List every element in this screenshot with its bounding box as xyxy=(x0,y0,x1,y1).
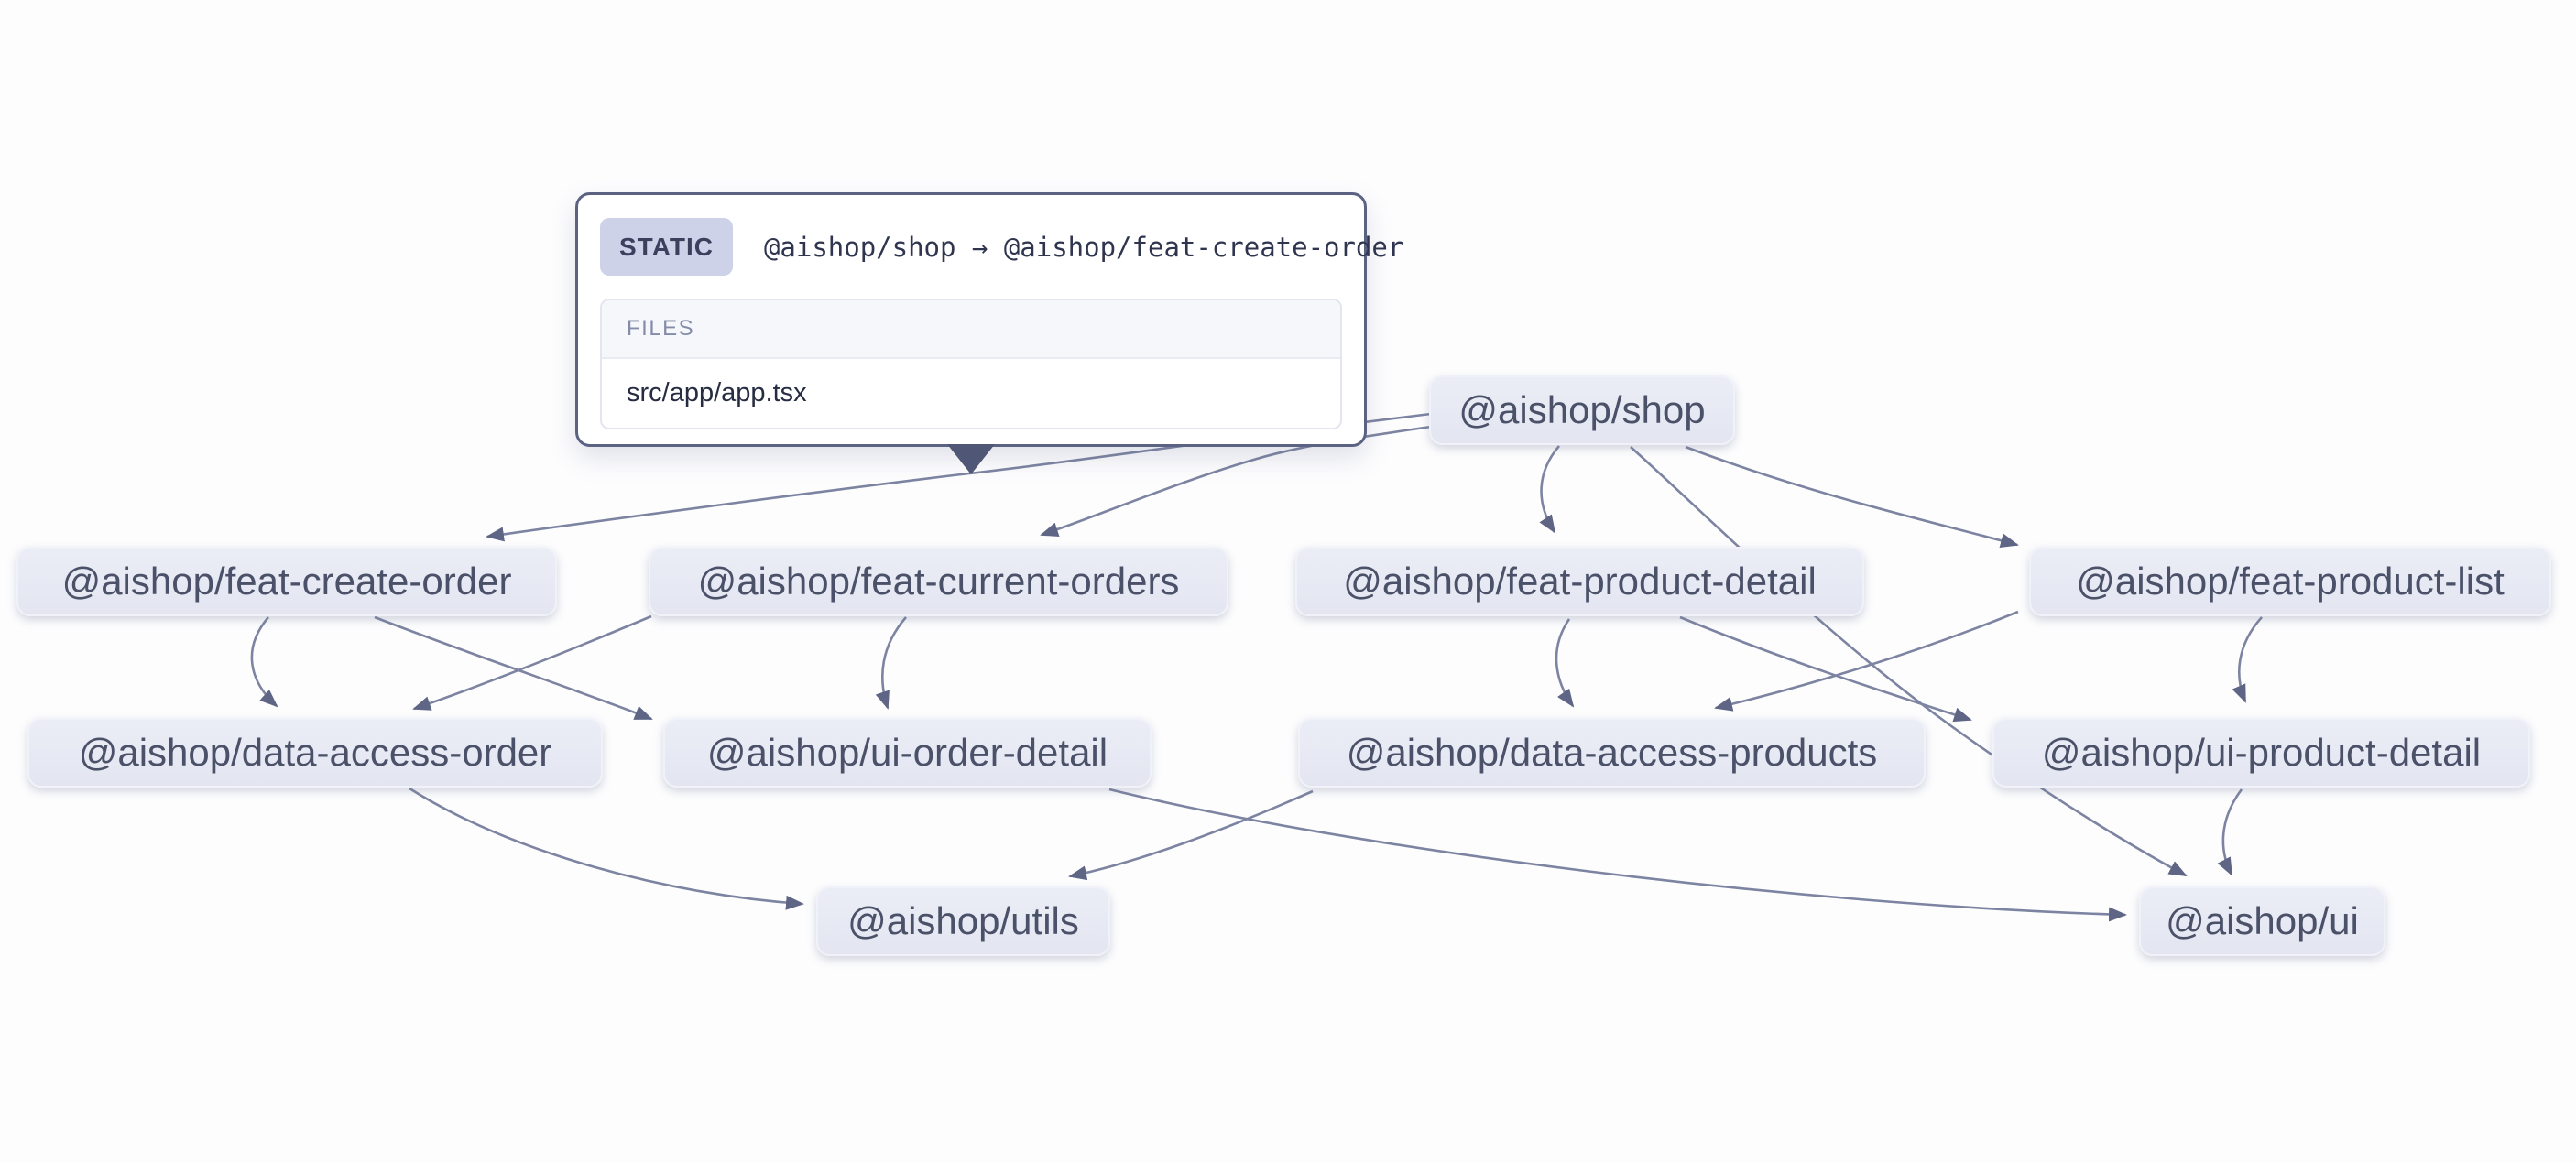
node-feat-current-orders[interactable]: @aishop/feat-current-orders xyxy=(649,547,1228,616)
node-ui-order-detail[interactable]: @aishop/ui-order-detail xyxy=(663,718,1152,788)
file-item: src/app/app.tsx xyxy=(627,378,807,408)
edge-tooltip: STATIC @aishop/shop → @aishop/feat-creat… xyxy=(575,192,1403,474)
edge-feat-product-detail->data-access-products[interactable] xyxy=(1555,618,1575,708)
node-feat-create-order[interactable]: @aishop/feat-create-order xyxy=(16,547,557,616)
edge-feat-product-list->data-access-products[interactable] xyxy=(1714,610,2019,712)
edge-ui-product-detail->ui[interactable] xyxy=(2217,788,2243,876)
node-feat-product-detail[interactable]: @aishop/feat-product-detail xyxy=(1295,547,1864,616)
edge-ui-order-detail->ui[interactable] xyxy=(1108,788,2127,922)
tooltip-header: STATIC @aishop/shop → @aishop/feat-creat… xyxy=(600,218,1403,276)
node-ui-product-detail[interactable]: @aishop/ui-product-detail xyxy=(1992,718,2530,788)
node-utils[interactable]: @aishop/utils xyxy=(816,886,1110,956)
edge-feat-product-list->ui-product-detail[interactable] xyxy=(2232,616,2263,703)
edge-type-badge: STATIC xyxy=(600,218,733,276)
edge-relation-text: @aishop/shop → @aishop/feat-create-order xyxy=(763,231,1404,263)
edge-data-access-order->utils[interactable] xyxy=(409,787,804,910)
edge-data-access-products->utils[interactable] xyxy=(1068,789,1314,881)
tooltip-caret-icon xyxy=(947,444,995,474)
edge-feat-create-order->data-access-order[interactable] xyxy=(250,616,278,708)
node-data-access-products[interactable]: @aishop/data-access-products xyxy=(1298,718,1926,788)
edge-feat-current-orders->data-access-order[interactable] xyxy=(412,614,652,711)
node-feat-product-list[interactable]: @aishop/feat-product-list xyxy=(2029,547,2551,616)
edge-feat-current-orders->ui-order-detail[interactable] xyxy=(875,616,907,710)
files-panel: FILES src/app/app.tsx xyxy=(600,299,1342,429)
edge-shop->feat-product-list[interactable] xyxy=(1685,445,2019,549)
node-ui[interactable]: @aishop/ui xyxy=(2139,886,2385,956)
edge-shop->feat-product-detail[interactable] xyxy=(1539,445,1560,534)
edge-feat-create-order->ui-order-detail[interactable] xyxy=(374,615,653,721)
node-shop[interactable]: @aishop/shop xyxy=(1429,375,1735,445)
edge-shop->ui[interactable] xyxy=(1630,446,2188,877)
node-data-access-order[interactable]: @aishop/data-access-order xyxy=(27,718,603,788)
edge-feat-product-detail->ui-product-detail[interactable] xyxy=(1679,615,1972,723)
files-header: FILES xyxy=(602,300,1340,359)
